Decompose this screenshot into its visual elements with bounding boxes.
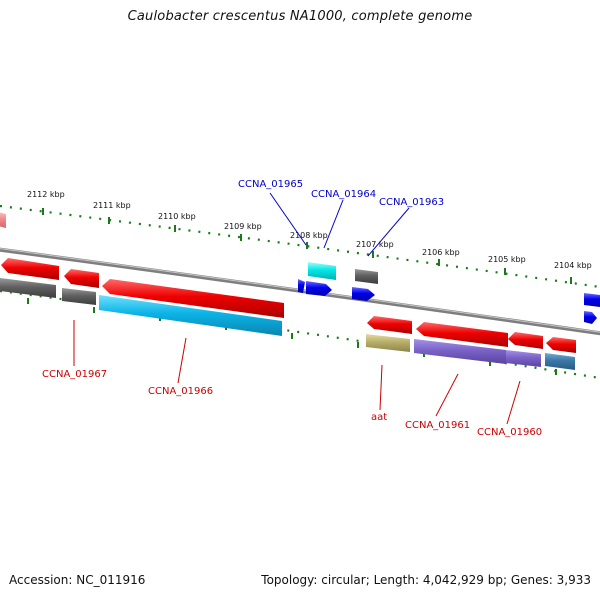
reverse-strand-features	[0, 258, 576, 370]
callout-line-ccna-01964	[323, 199, 344, 249]
gene-feature-red[interactable]	[416, 322, 508, 347]
gene-feature-cyan[interactable]	[99, 295, 282, 336]
gene-label-ccna-01961[interactable]: CCNA_01961	[405, 420, 470, 431]
scale-label: 2108 kbp	[290, 231, 328, 240]
lower-scale-dots	[0, 289, 600, 380]
gene-feature-purple[interactable]	[414, 339, 506, 364]
scale-label: 2109 kbp	[224, 222, 262, 231]
scale-label: 2106 kbp	[422, 248, 460, 257]
scale-label: 2112 kbp	[27, 190, 65, 199]
gene-label-ccna-01966[interactable]: CCNA_01966	[148, 386, 213, 397]
callout-line-aat	[379, 364, 383, 411]
gene-feature-aqua[interactable]	[308, 262, 336, 280]
gene-feature-red[interactable]	[367, 316, 412, 334]
gene-feature-gray[interactable]	[62, 288, 96, 305]
gene-feature-red[interactable]	[64, 269, 99, 288]
upper-scale-dots	[0, 204, 600, 289]
forward-strand-features	[0, 212, 600, 324]
gene-feature-blue[interactable]	[306, 281, 332, 296]
upper-scale-track	[0, 204, 600, 289]
callout-line-ccna-01965	[269, 192, 307, 246]
gene-label-ccna-01963[interactable]: CCNA_01963	[379, 197, 444, 208]
scale-label: 2105 kbp	[488, 255, 526, 264]
upper-major-ticks	[42, 208, 572, 284]
gene-feature-blue[interactable]	[352, 287, 375, 301]
accession-info: Accession: NC_011916	[9, 573, 145, 587]
scale-labels: 2112 kbp 2111 kbp 2110 kbp 2109 kbp 2108…	[27, 190, 592, 270]
scale-label: 2104 kbp	[554, 261, 592, 270]
callout-line-ccna-01960	[506, 380, 521, 425]
gene-feature-gray[interactable]	[0, 278, 56, 298]
accession-value: NC_011916	[76, 573, 146, 587]
length-label: Length:	[373, 573, 420, 587]
gene-feature-olive[interactable]	[366, 334, 410, 352]
gene-feature-red[interactable]	[508, 332, 543, 349]
length-value: 4,042,929 bp;	[422, 573, 508, 587]
map-title: Caulobacter crescentus NA1000, complete …	[127, 9, 473, 24]
genome-summary: Topology: circular; Length: 4,042,929 bp…	[261, 573, 591, 587]
gene-feature-gray[interactable]	[355, 269, 378, 284]
reverse-gene-callouts	[73, 320, 521, 425]
gene-feature-red[interactable]	[1, 258, 59, 280]
gene-feature-red[interactable]	[102, 279, 284, 318]
gene-label-ccna-01964[interactable]: CCNA_01964	[311, 189, 376, 200]
topology-value: circular;	[321, 573, 370, 587]
topology-label: Topology:	[261, 573, 318, 587]
genes-label: Genes:	[510, 573, 553, 587]
gene-label-ccna-01967[interactable]: CCNA_01967	[42, 369, 107, 380]
forward-gene-callouts	[269, 192, 410, 257]
gene-feature-blue-edge[interactable]	[584, 311, 597, 324]
callout-line-ccna-01963	[367, 207, 410, 257]
gene-feature-pink[interactable]	[0, 212, 6, 228]
gene-feature-red[interactable]	[546, 337, 576, 353]
scale-label: 2107 kbp	[356, 240, 394, 249]
callout-line-ccna-01966	[177, 337, 187, 384]
callout-line-ccna-01961	[435, 373, 459, 417]
gene-feature-steel[interactable]	[545, 353, 575, 370]
gene-label-ccna-01965[interactable]: CCNA_01965	[238, 179, 303, 190]
scale-label: 2110 kbp	[158, 212, 196, 221]
gene-feature-blue-small[interactable]	[298, 279, 305, 293]
gene-feature-blue-edge[interactable]	[584, 293, 600, 307]
gene-label-aat[interactable]: aat	[371, 412, 387, 423]
genes-value: 3,933	[556, 573, 591, 587]
accession-label: Accession:	[9, 573, 73, 587]
gene-feature-purple[interactable]	[506, 350, 541, 367]
scale-label: 2111 kbp	[93, 201, 131, 210]
gene-label-ccna-01960[interactable]: CCNA_01960	[477, 427, 542, 438]
